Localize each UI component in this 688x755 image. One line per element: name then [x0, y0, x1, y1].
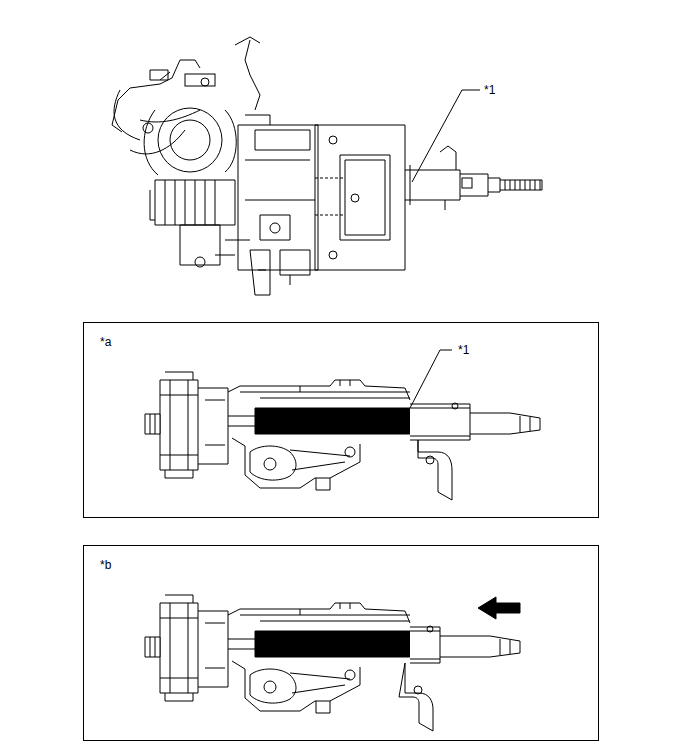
- figure-panel: *b: [83, 545, 599, 741]
- figure-panel: *a *1: [83, 322, 599, 518]
- callout-number: *1: [484, 83, 495, 97]
- column-retracted: [399, 597, 520, 731]
- column-top-view: [112, 37, 542, 295]
- column-extended: [410, 350, 540, 500]
- panel-label: *b: [100, 558, 111, 572]
- callout-number: *1: [458, 343, 469, 357]
- panel-label: *a: [100, 335, 111, 349]
